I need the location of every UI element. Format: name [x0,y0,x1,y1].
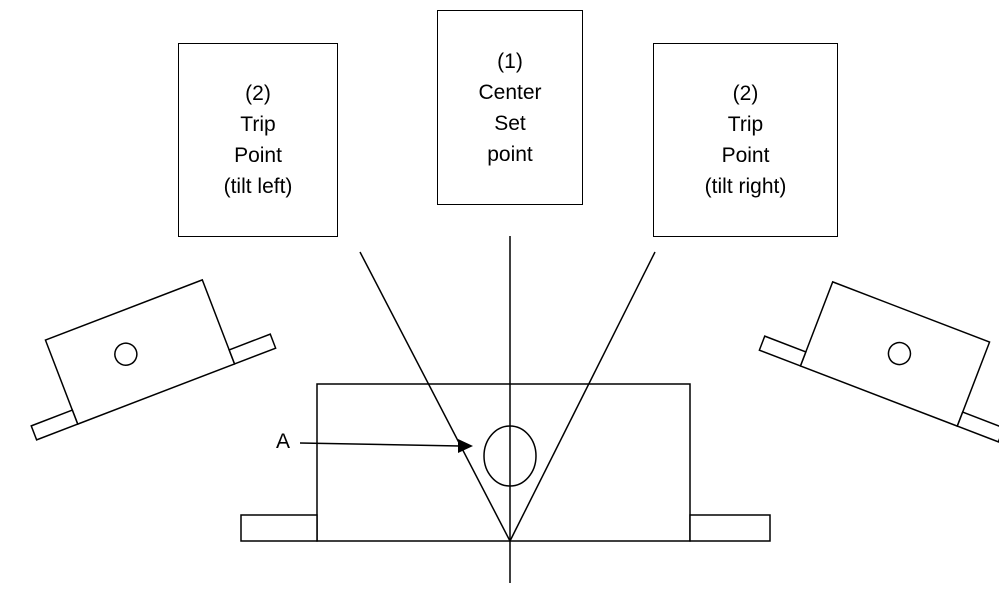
trip-point-tilt-left-box: (2) Trip Point (tilt left) [178,43,338,237]
center-sensor [241,384,770,541]
tilted-left-sensor-hole [112,340,140,368]
box-center-line-2: Center [478,80,542,104]
tilted-left-sensor-body [45,280,234,424]
tilted-left-sensor-right-tab [229,334,275,364]
tilted-right-sensor-left-tab [759,336,805,366]
center-set-point-box: (1) Center Set point [437,10,583,205]
tilted-right-sensor [759,266,999,442]
callout-label-a: A [276,430,291,453]
callout-arrow [300,439,473,453]
tilted-right-sensor-hole [885,339,913,367]
box-center-line-4: point [487,142,533,166]
center-sensor-left-tab [241,515,317,541]
box-center-line-1: (1) [497,49,523,73]
tilt-right-trip-line [510,252,655,541]
box-left-line-3: Point [234,144,282,167]
box-right-line-2: Trip [727,113,764,136]
box-left-line-2: Trip [240,113,276,136]
tilted-left-sensor-left-tab [31,410,77,440]
box-left-line-1: (2) [245,82,271,105]
box-center-line-3: Set [494,111,526,135]
angle-lines [360,236,655,583]
tilted-right-sensor-right-tab [957,412,999,442]
center-sensor-right-tab [690,515,770,541]
box-left-line-4: (tilt left) [223,175,293,198]
trip-point-tilt-right-box: (2) Trip Point (tilt right) [653,43,838,237]
box-right-line-3: Point [721,144,770,167]
callout-arrow-shaft [300,443,460,446]
box-right-line-1: (2) [732,82,759,105]
callout-arrow-head [458,439,473,453]
tilt-left-trip-line [360,252,510,541]
box-right-line-4: (tilt right) [704,175,787,198]
tilted-left-sensor [4,264,275,440]
